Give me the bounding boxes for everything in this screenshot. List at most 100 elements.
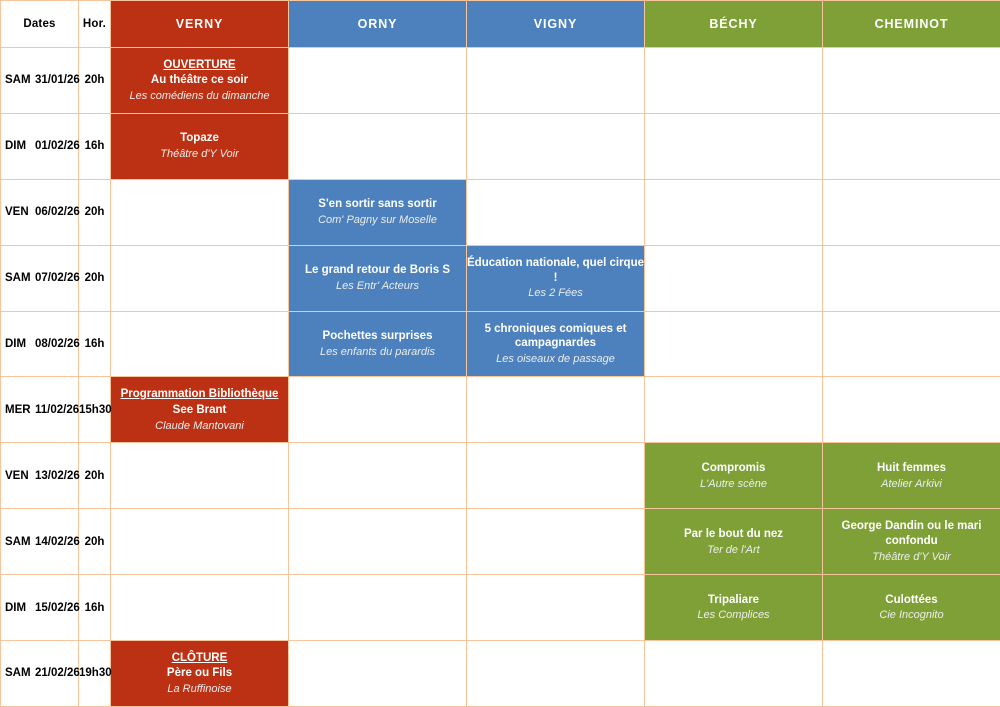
empty-slot [823, 48, 1000, 114]
empty-slot [467, 509, 645, 575]
show-company: Com' Pagny sur Moselle [289, 213, 466, 227]
date-value: 08/02/26 [35, 338, 80, 350]
empty-slot [289, 641, 467, 707]
show-company: Les comédiens du dimanche [111, 89, 288, 103]
show-company: Ter de l'Art [645, 543, 822, 557]
show-title: Culottées [823, 593, 1000, 608]
empty-slot [823, 641, 1000, 707]
day-of-week: DIM [1, 602, 35, 614]
column-header-venue-cheminot: CHEMINOT [823, 1, 1000, 48]
show-company: Les 2 Fées [467, 286, 644, 300]
empty-slot [823, 311, 1000, 377]
hour-cell: 20h [79, 245, 111, 311]
column-header-venue-verny: VERNY [111, 1, 289, 48]
empty-slot [467, 113, 645, 179]
column-header-dates: Dates [1, 1, 79, 48]
column-header-venue-orny: ORNY [289, 1, 467, 48]
show-title: Au théâtre ce soir [111, 73, 288, 88]
empty-slot [289, 509, 467, 575]
date-value: 21/02/26 [35, 667, 80, 679]
show-tag: CLÔTURE [111, 651, 288, 666]
empty-slot [467, 443, 645, 509]
day-of-week: SAM [1, 536, 35, 548]
hour-cell: 20h [79, 443, 111, 509]
hour-cell: 16h [79, 311, 111, 377]
empty-slot [823, 113, 1000, 179]
day-of-week: MER [1, 404, 35, 416]
empty-slot [467, 641, 645, 707]
empty-slot [645, 245, 823, 311]
empty-slot [467, 377, 645, 443]
hour-cell: 15h30 [79, 377, 111, 443]
empty-slot [111, 245, 289, 311]
empty-slot [645, 311, 823, 377]
day-of-week: DIM [1, 140, 35, 152]
day-of-week: VEN [1, 206, 35, 218]
empty-slot [645, 113, 823, 179]
hour-cell: 16h [79, 575, 111, 641]
column-header-venue-vigny: VIGNY [467, 1, 645, 48]
show-title: Compromis [645, 461, 822, 476]
show-cell[interactable]: Éducation nationale, quel cirque !Les 2 … [467, 245, 645, 311]
date-value: 31/01/26 [35, 74, 80, 86]
show-company: Les Entr' Acteurs [289, 279, 466, 293]
show-title: Pochettes surprises [289, 329, 466, 344]
empty-slot [111, 311, 289, 377]
column-header-hour: Hor. [79, 1, 111, 48]
show-company: Atelier Arkivi [823, 477, 1000, 491]
empty-slot [467, 575, 645, 641]
empty-slot [289, 113, 467, 179]
hour-cell: 20h [79, 509, 111, 575]
show-title: Huit femmes [823, 461, 1000, 476]
show-title: See Brant [111, 403, 288, 418]
show-title: Topaze [111, 131, 288, 146]
hour-cell: 19h30 [79, 641, 111, 707]
date-value: 11/02/26 [35, 404, 79, 416]
empty-slot [467, 179, 645, 245]
show-company: Cie Incognito [823, 608, 1000, 622]
show-company: La Ruffinoise [111, 682, 288, 696]
show-tag: OUVERTURE [111, 58, 288, 73]
date-value: 14/02/26 [35, 536, 80, 548]
show-tag: Programmation Bibliothèque [111, 387, 288, 402]
show-title: Père ou Fils [111, 666, 288, 681]
day-of-week: SAM [1, 74, 35, 86]
hour-cell: 16h [79, 113, 111, 179]
empty-slot [111, 443, 289, 509]
empty-slot [645, 48, 823, 114]
show-company: Les oiseaux de passage [467, 352, 644, 366]
show-title: Tripaliare [645, 593, 822, 608]
show-company: L'Autre scène [645, 477, 822, 491]
hour-cell: 20h [79, 179, 111, 245]
